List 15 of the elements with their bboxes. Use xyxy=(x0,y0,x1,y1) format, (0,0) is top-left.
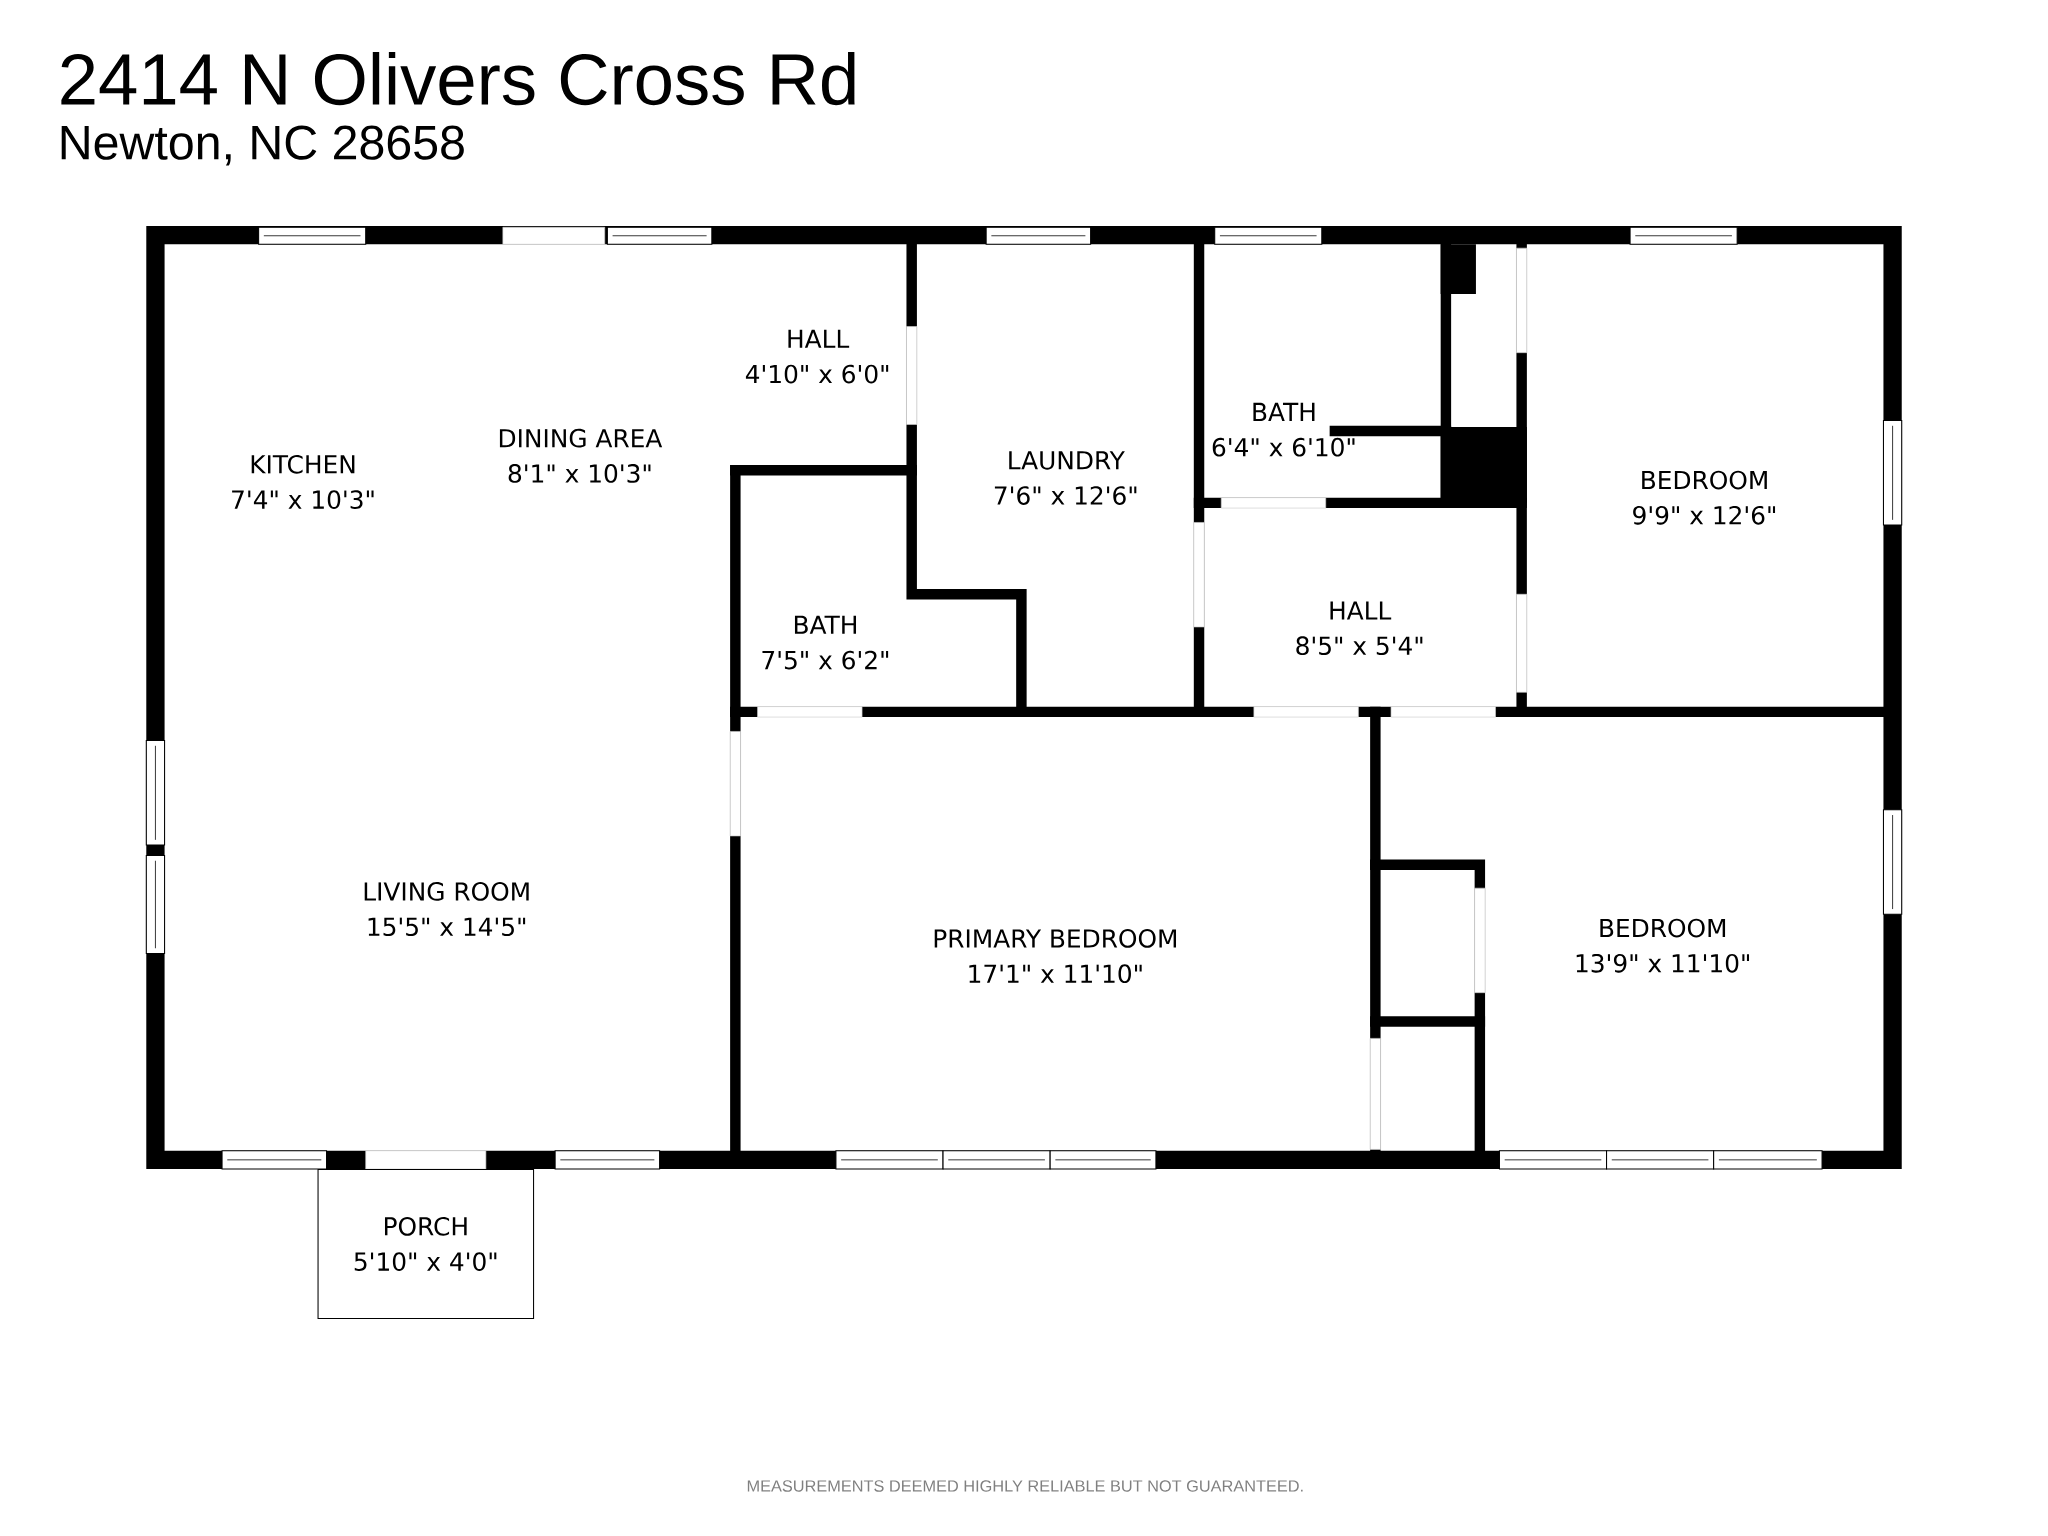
room-label: HALL 8'5" x 5'4" xyxy=(1296,601,1423,656)
room-label: BATH 6'4" x 6'10" xyxy=(1212,402,1355,457)
room-label: LIVING ROOM 15'5" x 14'5" xyxy=(364,882,529,937)
room-label: PRIMARY BEDROOM 17'1" x 11'10" xyxy=(934,929,1176,984)
disclaimer-note: MEASUREMENTS DEEMED HIGHLY RELIABLE BUT NOT GUARANTEED. xyxy=(747,1480,1303,1492)
room-label: HALL 4'10" x 6'0" xyxy=(745,329,889,384)
room-label: KITCHEN 7'4" x 10'3" xyxy=(232,454,374,509)
room-label: BEDROOM 13'9" x 11'10" xyxy=(1576,918,1749,973)
title: 2414 N Olivers Cross Rd xyxy=(61,51,855,106)
porch-box: PORCH 5'10" x 4'0" xyxy=(317,1169,535,1319)
room-label: LAUNDRY 7'6" x 12'6" xyxy=(994,451,1137,505)
room-label: BEDROOM 9'9" x 12'6" xyxy=(1633,470,1776,525)
room-label: BATH 7'5" x 6'2" xyxy=(762,615,889,670)
room-label: DINING AREA 8'1" x 10'3" xyxy=(499,428,663,483)
subtitle: Newton, NC 28658 xyxy=(61,125,464,166)
